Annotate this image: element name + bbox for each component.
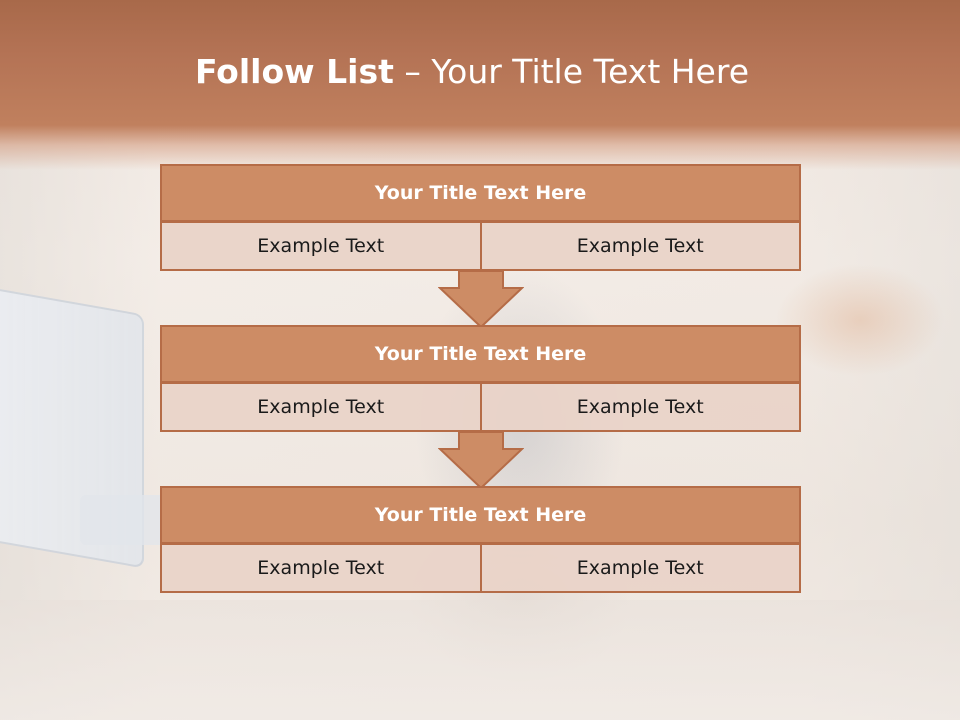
block-cell-right: Example Text	[479, 543, 801, 593]
block-title: Your Title Text Here	[160, 486, 801, 544]
down-arrow-icon	[438, 431, 524, 489]
block-row: Example Text Example Text	[160, 382, 801, 432]
counter-image	[0, 600, 960, 720]
title-band	[0, 0, 960, 170]
block-cell-left: Example Text	[160, 543, 482, 593]
block-row: Example Text Example Text	[160, 543, 801, 593]
down-arrow-icon	[438, 270, 524, 328]
block-cell-left: Example Text	[160, 382, 482, 432]
block-cell-right: Example Text	[479, 382, 801, 432]
block-cell-left: Example Text	[160, 221, 482, 271]
slide-title: Follow List – Your Title Text Here	[0, 52, 944, 91]
block-row: Example Text Example Text	[160, 221, 801, 271]
slide-title-bold: Follow List	[194, 52, 394, 91]
block-title: Your Title Text Here	[160, 164, 801, 222]
slide-title-rest: – Your Title Text Here	[404, 52, 750, 91]
block-title: Your Title Text Here	[160, 325, 801, 383]
block-cell-right: Example Text	[479, 221, 801, 271]
